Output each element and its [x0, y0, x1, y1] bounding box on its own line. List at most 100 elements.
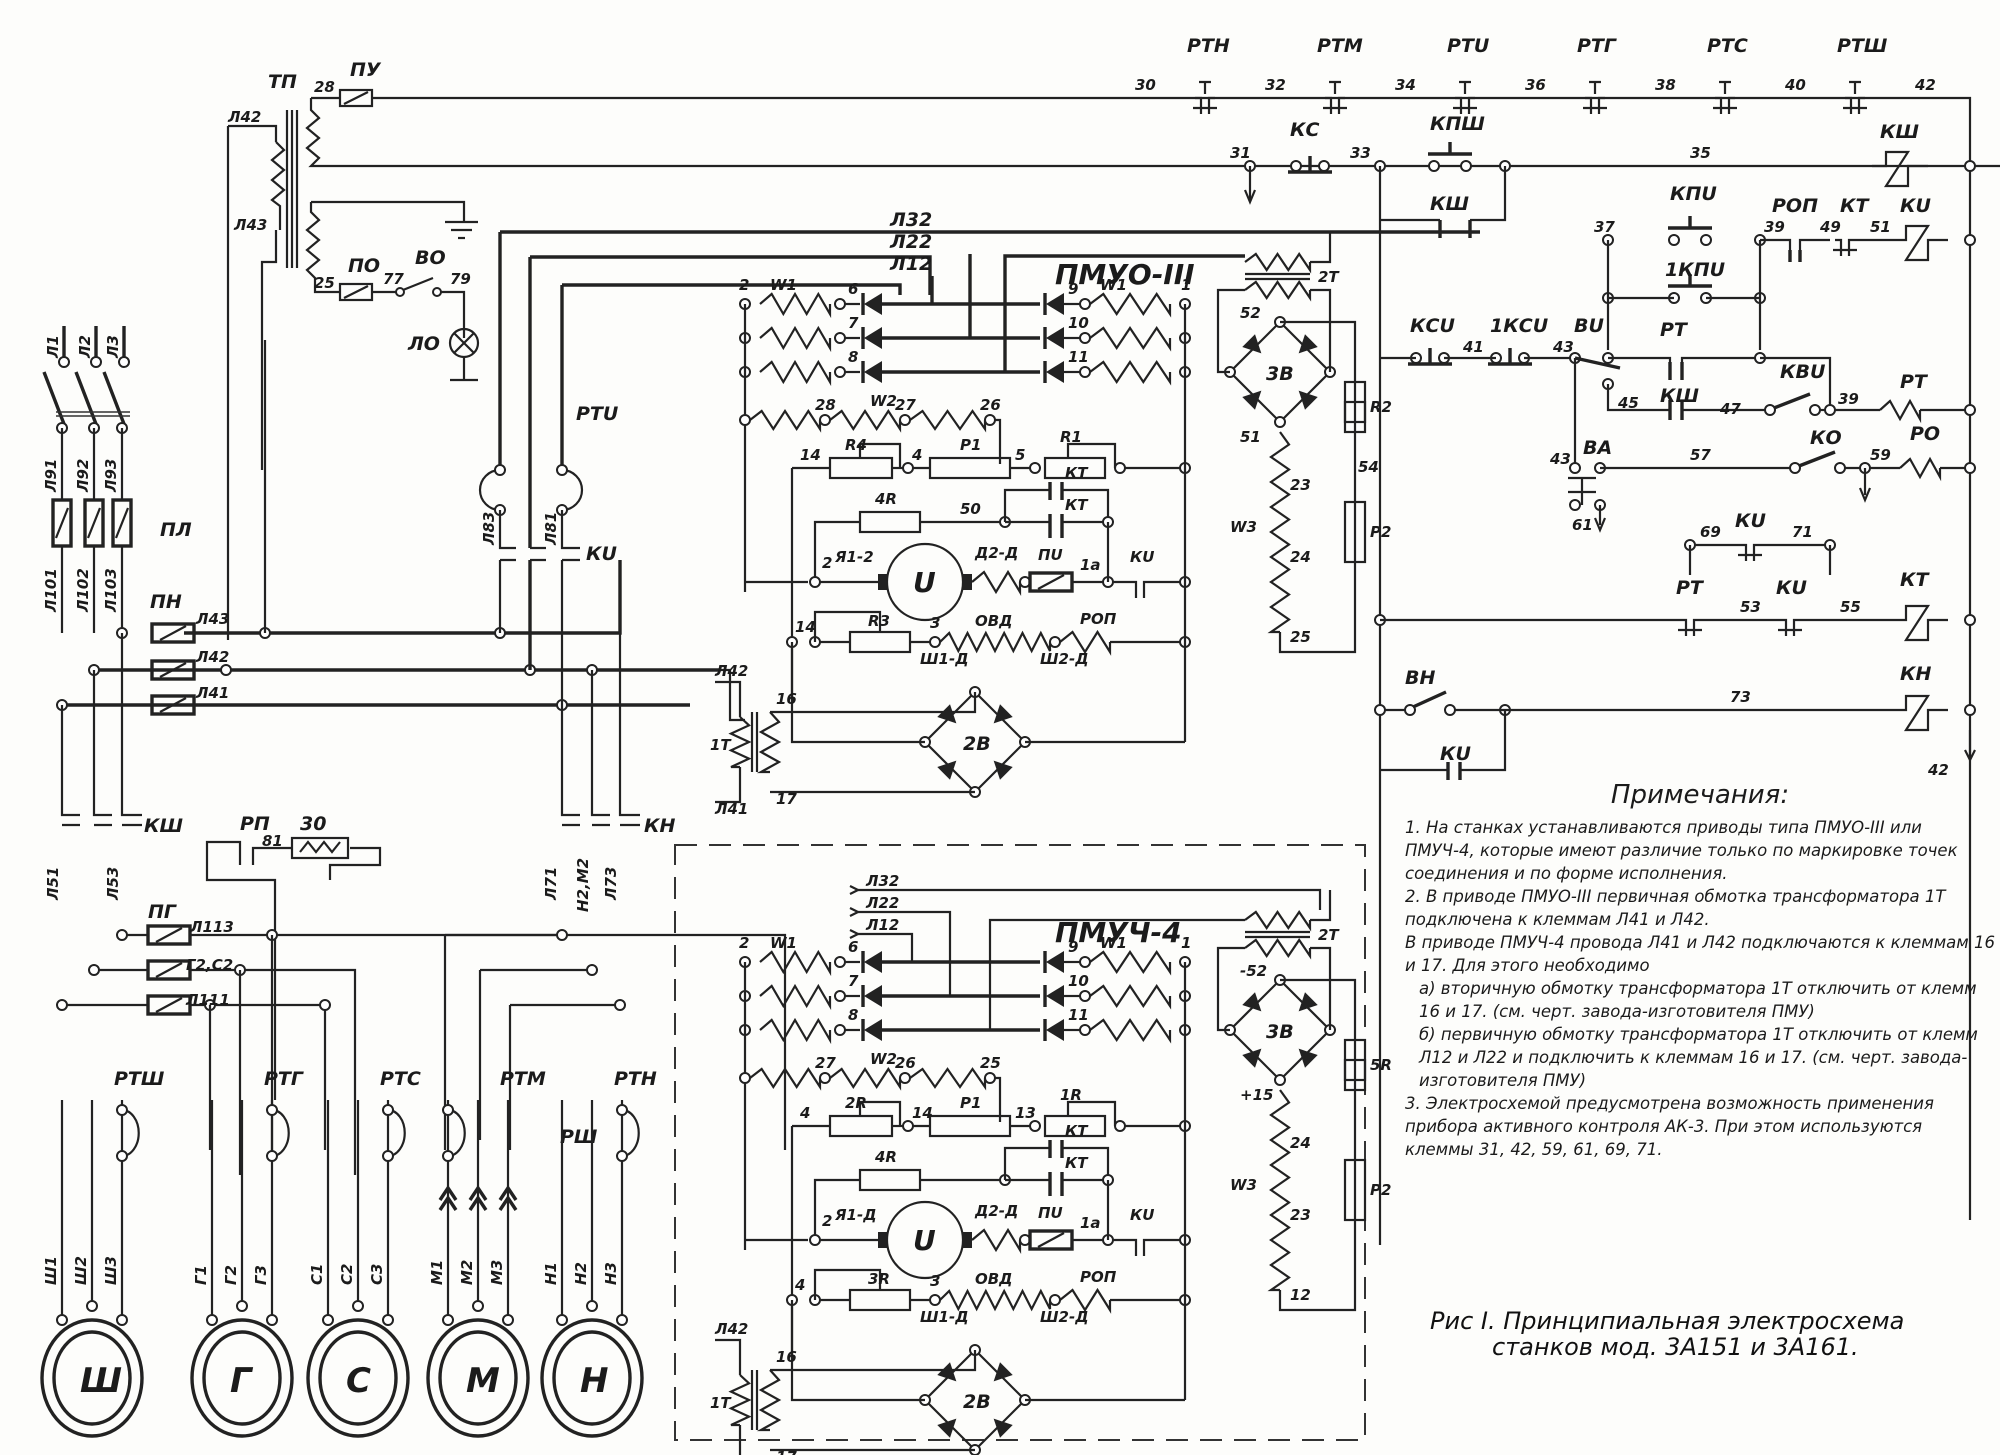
motor-terminal — [502, 1314, 514, 1326]
motor-thermal-label: РТН — [614, 1068, 657, 1090]
ak-contact-icon — [1738, 543, 1762, 561]
motor-inner-icon — [552, 1330, 632, 1426]
terminal-node — [1079, 366, 1091, 378]
wire — [1606, 384, 1770, 412]
armature-label: Д2-Д — [974, 544, 1018, 562]
wire — [858, 442, 902, 468]
motor-terminal-label: С1 — [308, 1264, 326, 1285]
resistor-icon — [828, 456, 894, 480]
terminal-node — [319, 999, 331, 1011]
rt-contact-label: РТ — [1660, 319, 1689, 341]
wire — [1048, 1172, 1064, 1196]
terminal-node — [1079, 1024, 1091, 1036]
thermal-contact-icon — [1583, 96, 1607, 114]
terminal-node — [1824, 404, 1836, 416]
node-1a-label: 1а — [1080, 556, 1101, 574]
w1-label: W1 — [770, 276, 797, 294]
contactor-ki-main: РТU КU Л83 Л81 — [478, 230, 1480, 705]
1t-secondary-label: 16 — [776, 690, 797, 708]
w3-label: W3 — [1230, 1176, 1257, 1194]
brush-icon — [962, 574, 972, 590]
rt-contact-icon — [1678, 618, 1702, 636]
wire — [995, 1076, 1002, 1122]
button-1kpi-label: 1КПU — [1665, 259, 1726, 281]
wire — [1003, 254, 1245, 372]
terminal-node — [116, 929, 128, 941]
1t-secondary-label: 17 — [776, 790, 797, 808]
motor-feed — [445, 933, 620, 1007]
motor-terminal — [266, 1314, 278, 1326]
terminal-node — [1964, 462, 1976, 474]
wire — [1066, 1100, 1117, 1126]
wire — [1608, 356, 1760, 380]
terminal-node — [1079, 990, 1091, 1002]
wire-label: 36 — [1525, 76, 1546, 94]
fuse-group-pn: ПН — [150, 591, 182, 613]
motor-terminal — [206, 1314, 218, 1326]
drive-input-label: Л22 — [865, 894, 899, 912]
motor-terminal-label: С3 — [368, 1264, 386, 1285]
generator-label: U — [913, 1224, 936, 1257]
bridge-3v-label: 3В — [1266, 1021, 1294, 1043]
bridge-2v-label: 2В — [963, 733, 991, 755]
armature-label: Д2-Д — [974, 1202, 1018, 1220]
line-l111: Л111 — [185, 991, 230, 1009]
wire-l71: Л71 — [542, 867, 560, 901]
resistor-r3-label: R3 — [868, 612, 890, 630]
button-kpi-label: КПU — [1670, 183, 1717, 205]
plug-chevron-icon — [468, 1184, 488, 1211]
motor-terminal — [556, 1314, 568, 1326]
thermal-contact-icon — [1713, 96, 1737, 114]
note-2-cont: В приводе ПМУЧ-4 провода Л41 и Л42 подкл… — [1405, 933, 1995, 975]
potentiometer-icon — [1343, 1038, 1367, 1092]
note-1: 1. На станках устанавливаются приводы ти… — [1405, 818, 1958, 883]
fuse-output-label: Л101 — [42, 568, 60, 613]
w2-label: W2 — [870, 1050, 897, 1068]
wire-69-label: 69 — [1700, 523, 1721, 541]
terminal-node — [1029, 1120, 1041, 1132]
drive-input-label: Л12 — [889, 253, 932, 275]
motor-label: С — [346, 1361, 371, 1401]
thermal-contact-icon — [1323, 96, 1347, 114]
wire-label: 30 — [1135, 76, 1156, 94]
w2-tap-label: 26 — [895, 1054, 916, 1072]
diode-node-label: 7 — [848, 314, 859, 332]
w1-label: W1 — [1100, 934, 1127, 952]
w2-winding-icon — [829, 1066, 902, 1091]
motor-terminal-label: Н2 — [572, 1262, 590, 1285]
motor-terminal-label: Ш1 — [42, 1256, 60, 1285]
wire-50-label: 50 — [960, 500, 981, 518]
line-l113: Л113 — [189, 918, 234, 936]
coil-kn-label: КН — [1900, 663, 1932, 685]
terminal-node — [1964, 234, 1976, 246]
w1-winding-icon — [1089, 984, 1172, 1010]
2t-secondary-icon — [1244, 280, 1312, 302]
wire-l81: Л81 — [542, 512, 560, 546]
motor-terminal-label: Ш2 — [72, 1256, 90, 1285]
fuse-pi-label: ПU — [1038, 1204, 1063, 1222]
motor-terminal-label: Г1 — [192, 1265, 210, 1285]
rop-coil-icon — [1059, 629, 1112, 656]
switch-va-icon — [1568, 476, 1596, 505]
terminal-node — [739, 1072, 751, 1084]
w3-label: W3 — [1230, 518, 1257, 536]
wire — [1760, 238, 1830, 256]
button-terminal — [1460, 160, 1472, 172]
diode-node-label: 9 — [1068, 280, 1078, 298]
thermal-node — [116, 1150, 128, 1162]
wire-33-label: 33 — [1350, 144, 1371, 162]
wire-45-label: 45 — [1617, 394, 1639, 412]
fuse-po-label: ПО — [348, 255, 380, 277]
ki-hold-label: КU — [1440, 743, 1472, 765]
kvi-switch-icon — [1773, 392, 1811, 410]
contactor-ki-label: КU — [586, 543, 618, 565]
wire-53-label: 53 — [1740, 598, 1761, 616]
fuse-slash — [155, 927, 183, 943]
ki-hold-contact-icon — [1446, 762, 1462, 780]
coil-ksh-icon — [1872, 150, 1928, 188]
wire — [1688, 545, 1832, 575]
thermal-node — [266, 1150, 278, 1162]
